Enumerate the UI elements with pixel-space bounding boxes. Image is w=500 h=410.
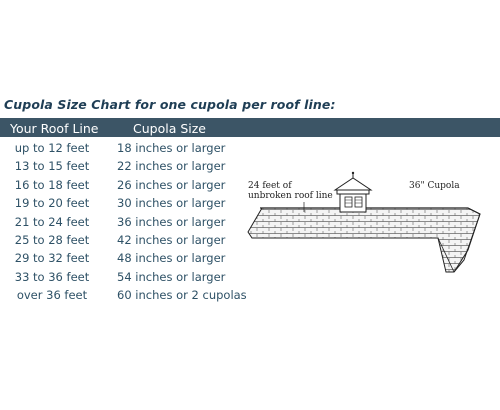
roof-with-cupola-drawing-icon: [247, 171, 481, 273]
chart-heading: Cupola Size Chart for one cupola per roo…: [4, 97, 336, 112]
table-row: 29 to 32 feet 48 inches or larger: [0, 249, 240, 267]
table-row: 16 to 18 feet 26 inches or larger: [0, 176, 240, 194]
roof-line-cell: up to 12 feet: [14, 141, 90, 155]
roof-line-cell: 25 to 28 feet: [14, 232, 90, 247]
table-header-bar: [0, 118, 500, 137]
roof-line-cell: 16 to 18 feet: [14, 177, 90, 192]
table-row: 33 to 36 feet 54 inches or larger: [0, 268, 240, 286]
roof-line-cell: 33 to 36 feet: [14, 269, 90, 284]
header-roof-line: Your Roof Line: [10, 121, 99, 136]
cupola-size-label: 36" Cupola: [409, 181, 460, 191]
header-cupola-size: Cupola Size: [133, 121, 206, 136]
roof-line-cell: 13 to 15 feet: [14, 159, 90, 174]
cupola-size-cell: 22 inches or larger: [117, 159, 226, 174]
cupola-size-cell: 18 inches or larger: [117, 141, 226, 155]
cupola-size-cell: 42 inches or larger: [117, 232, 226, 247]
roof-line-label: 24 feet of: [248, 181, 292, 191]
roof-line-cell: 19 to 20 feet: [14, 196, 90, 211]
cupola-size-cell: 48 inches or larger: [117, 251, 226, 266]
cupola-size-cell: 30 inches or larger: [117, 196, 226, 211]
table-row: 21 to 24 feet 36 inches or larger: [0, 213, 240, 231]
table-row: 13 to 15 feet 22 inches or larger: [0, 157, 240, 175]
table-row: over 36 feet 60 inches or 2 cupolas: [0, 286, 247, 304]
roof-line-cell: 29 to 32 feet: [14, 251, 90, 266]
roof-line-label-2: unbroken roof line: [248, 191, 333, 201]
roof-line-cell: over 36 feet: [16, 288, 88, 303]
cupola-size-cell: 26 inches or larger: [117, 177, 226, 192]
cupola-size-cell: 54 inches or larger: [117, 269, 226, 284]
roof-line-cell: 21 to 24 feet: [14, 214, 90, 229]
size-table: up to 12 feet 18 inches or larger 13 to 1…: [0, 139, 247, 305]
table-row: up to 12 feet 18 inches or larger: [0, 139, 240, 157]
table-row: 19 to 20 feet 30 inches or larger: [0, 194, 240, 212]
cupola-size-cell: 36 inches or larger: [117, 214, 226, 229]
table-row: 25 to 28 feet 42 inches or larger: [0, 231, 240, 249]
cupola-size-cell: 60 inches or 2 cupolas: [117, 288, 247, 303]
